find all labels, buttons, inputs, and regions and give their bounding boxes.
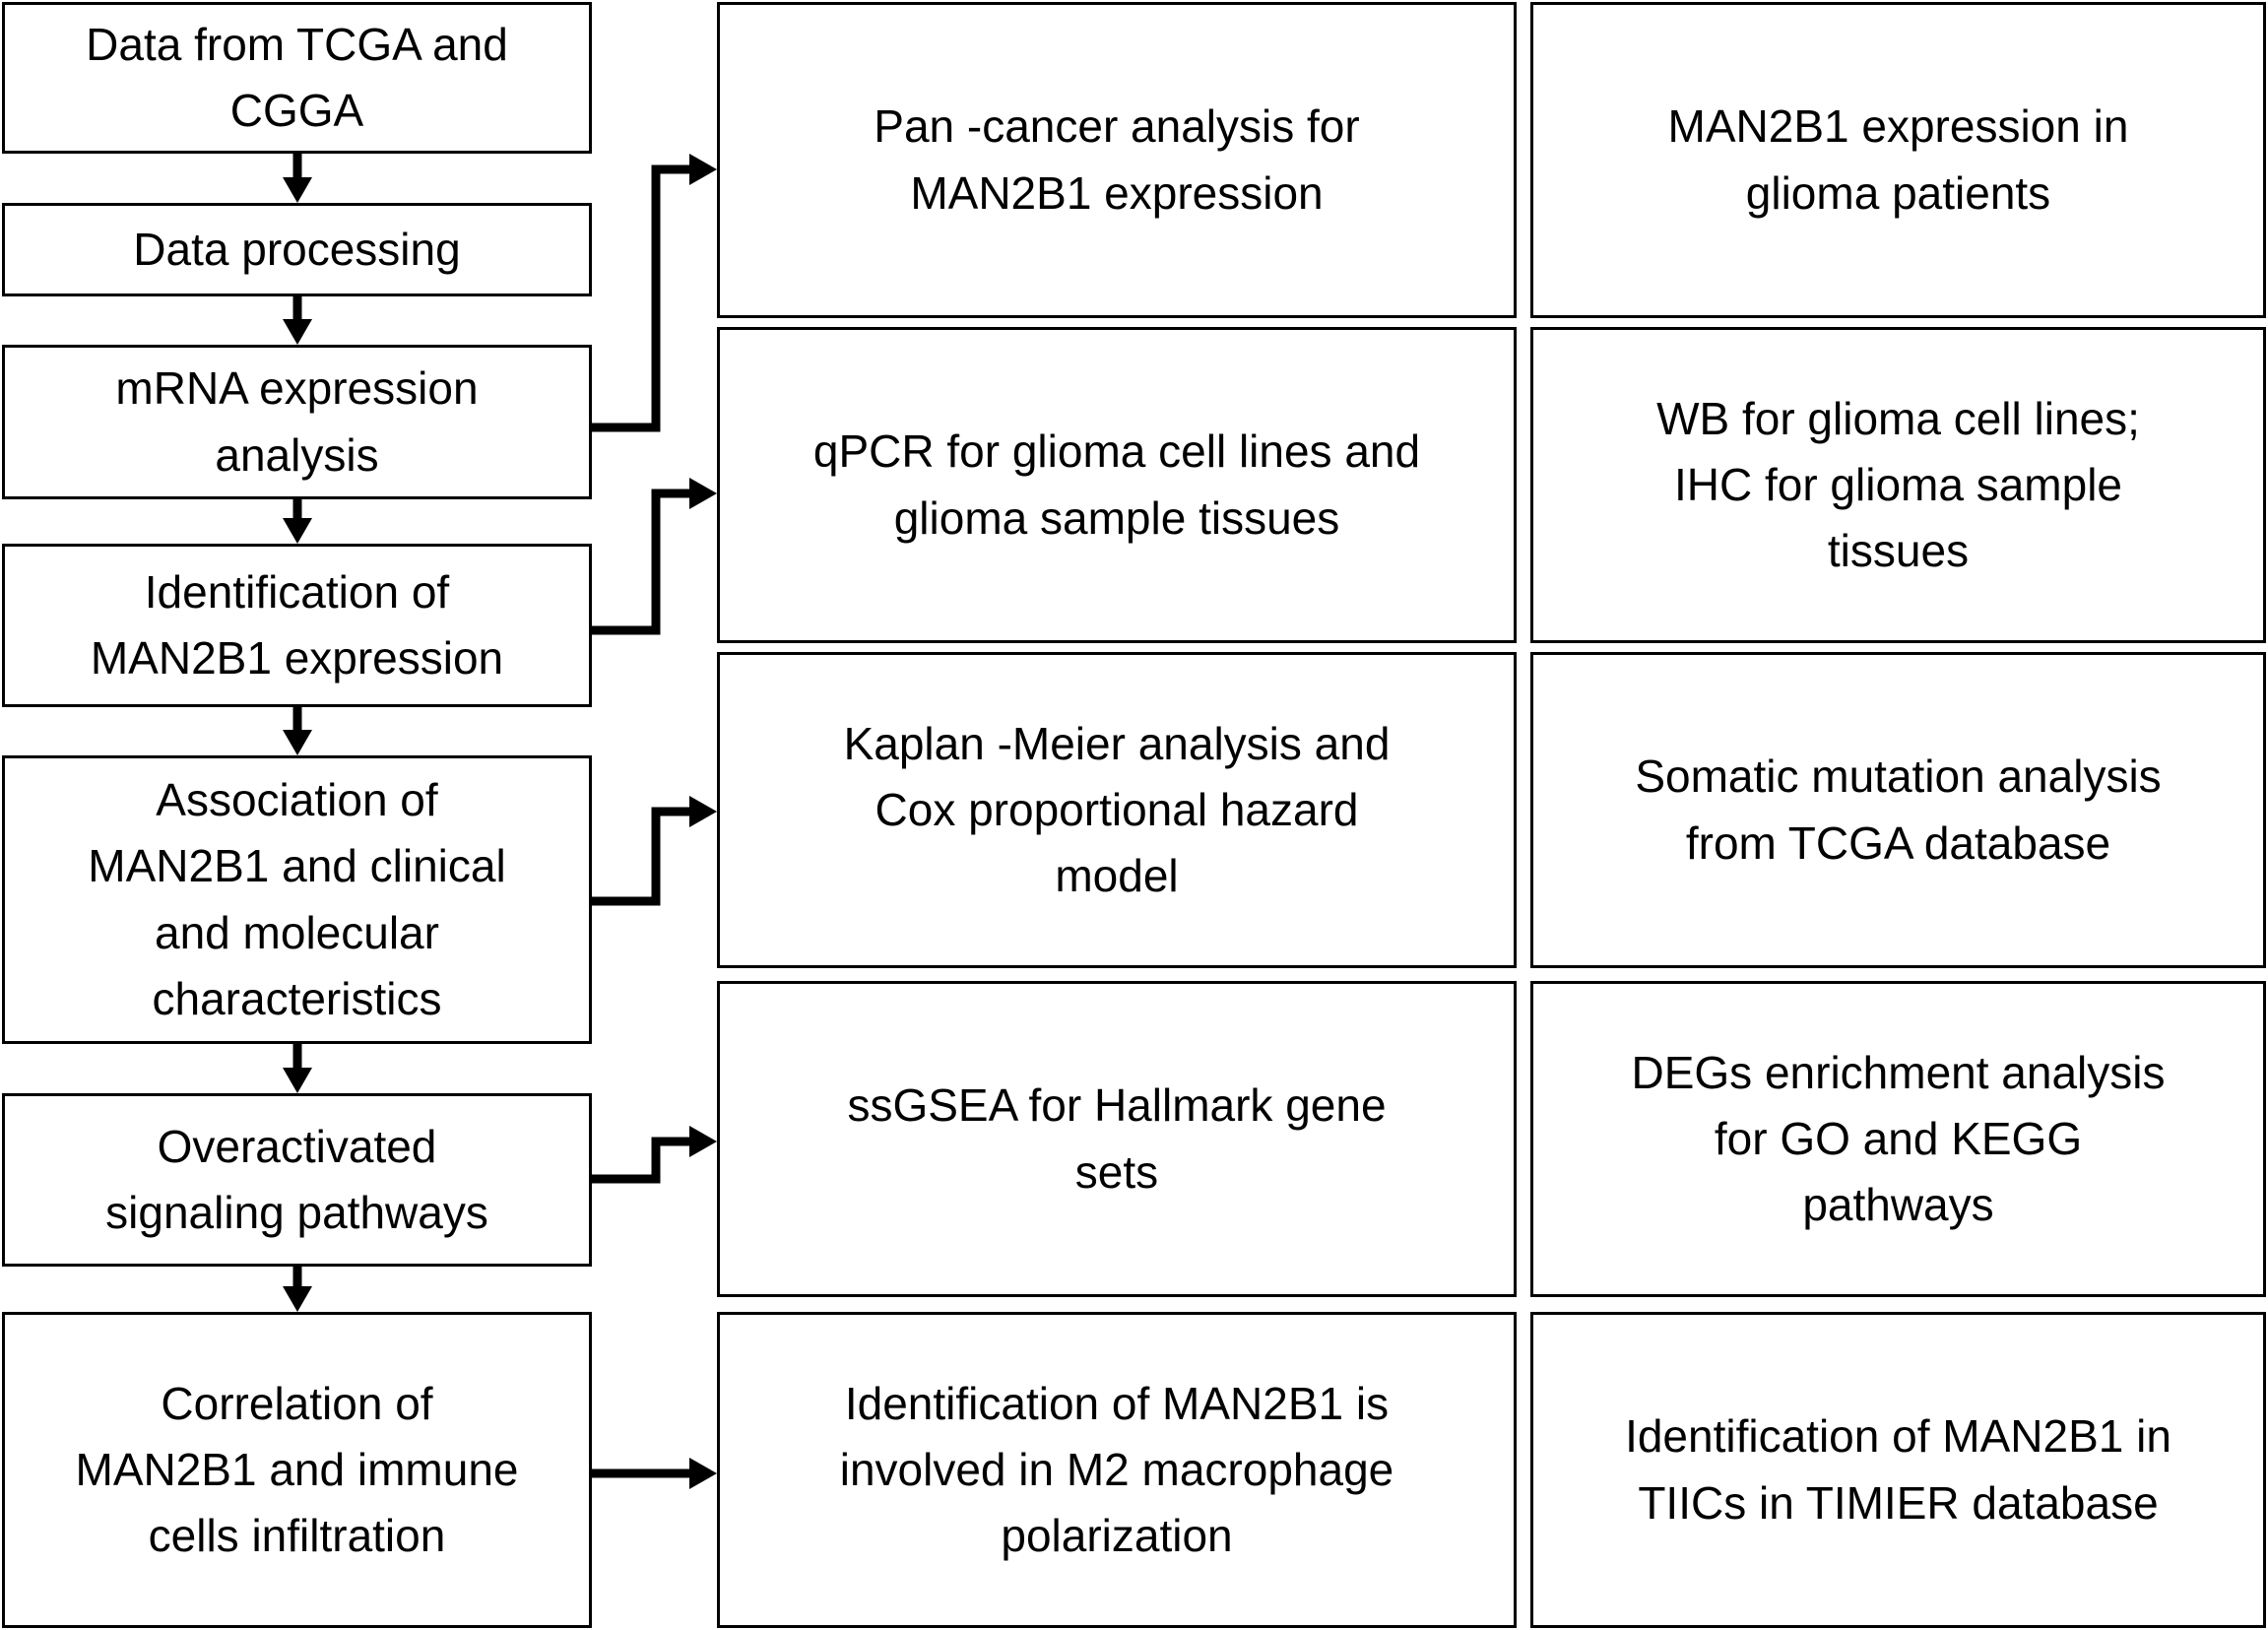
arrowhead-down-6 [283, 1286, 312, 1312]
step-immune-correlation: Correlation of MAN2B1 and immune cells i… [2, 1312, 592, 1628]
step-data-source: Data from TCGA and CGGA [2, 2, 592, 154]
step-association-label: Association of MAN2B1 and clinical and m… [88, 774, 506, 1024]
step-data-processing-label: Data processing [133, 223, 461, 275]
method-m2-macrophage: Identification of MAN2B1 is involved in … [717, 1312, 1517, 1628]
arrowhead-down-2 [283, 319, 312, 345]
step-immune-correlation-label: Correlation of MAN2B1 and immune cells i… [75, 1377, 519, 1562]
arrowhead-down-4 [283, 730, 312, 755]
result-degs-enrichment-label: DEGs enrichment analysis for GO and KEGG… [1631, 1046, 2166, 1231]
arrowhead-right-3 [689, 796, 717, 827]
elbow-connector-2 [592, 489, 693, 635]
step-mrna-expression: mRNA expression analysis [2, 345, 592, 499]
arrowhead-down-1 [283, 177, 312, 203]
step-data-source-label: Data from TCGA and CGGA [86, 18, 508, 136]
step-association: Association of MAN2B1 and clinical and m… [2, 755, 592, 1044]
arrowhead-down-5 [283, 1068, 312, 1093]
method-ssgsea-label: ssGSEA for Hallmark gene sets [847, 1079, 1387, 1198]
elbow-connector-1 [592, 164, 693, 432]
step-identification-label: Identification of MAN2B1 expression [90, 565, 504, 684]
result-somatic-mutation: Somatic mutation analysis from TCGA data… [1530, 652, 2266, 968]
result-tiics-label: Identification of MAN2B1 in TIICs in TIM… [1625, 1410, 2171, 1529]
method-m2-macrophage-label: Identification of MAN2B1 is involved in … [839, 1377, 1394, 1562]
arrowhead-right-1 [689, 154, 717, 185]
method-qpcr-label: qPCR for glioma cell lines and glioma sa… [812, 425, 1421, 544]
arrowhead-right-5 [689, 1458, 717, 1489]
result-expression-glioma: MAN2B1 expression in glioma patients [1530, 2, 2266, 318]
method-kaplan-meier-label: Kaplan -Meier analysis and Cox proportio… [843, 717, 1391, 902]
step-data-processing: Data processing [2, 203, 592, 296]
result-wb-ihc-label: WB for glioma cell lines; IHC for glioma… [1656, 392, 2140, 577]
method-kaplan-meier: Kaplan -Meier analysis and Cox proportio… [717, 652, 1517, 968]
arrowhead-down-3 [283, 518, 312, 544]
step-mrna-expression-label: mRNA expression analysis [115, 362, 479, 481]
result-expression-glioma-label: MAN2B1 expression in glioma patients [1667, 100, 2129, 219]
arrowhead-right-2 [689, 478, 717, 509]
method-ssgsea: ssGSEA for Hallmark gene sets [717, 981, 1517, 1297]
elbow-connector-4 [592, 1137, 693, 1184]
result-degs-enrichment: DEGs enrichment analysis for GO and KEGG… [1530, 981, 2266, 1297]
step-overactivated-pathways: Overactivated signaling pathways [2, 1093, 592, 1267]
step-identification: Identification of MAN2B1 expression [2, 544, 592, 707]
result-wb-ihc: WB for glioma cell lines; IHC for glioma… [1530, 327, 2266, 643]
method-pan-cancer: Pan -cancer analysis for MAN2B1 expressi… [717, 2, 1517, 318]
method-pan-cancer-label: Pan -cancer analysis for MAN2B1 expressi… [874, 100, 1360, 219]
result-somatic-mutation-label: Somatic mutation analysis from TCGA data… [1635, 750, 2162, 869]
result-tiics: Identification of MAN2B1 in TIICs in TIM… [1530, 1312, 2266, 1628]
elbow-connector-3 [592, 807, 693, 906]
method-qpcr: qPCR for glioma cell lines and glioma sa… [717, 327, 1517, 643]
step-overactivated-pathways-label: Overactivated signaling pathways [105, 1120, 488, 1238]
arrowhead-right-4 [689, 1126, 717, 1157]
